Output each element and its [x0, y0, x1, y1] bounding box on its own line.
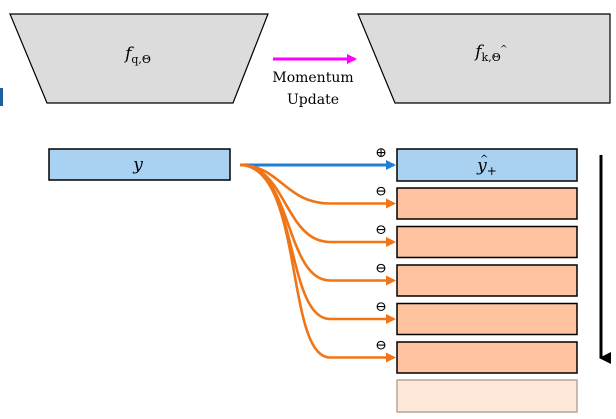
negative-key-box [396, 225, 578, 259]
left-edge-mark [0, 88, 3, 106]
momentum-label-line1: Momentum [272, 70, 353, 86]
negative-key-box [396, 187, 578, 220]
positive-key-hat: ^ [480, 154, 488, 165]
query-encoder-label: fq,Θ [123, 44, 151, 66]
positive-sign: ⊕ [375, 145, 387, 161]
query-encoder-shape [9, 13, 269, 104]
negative-key-box [396, 264, 578, 297]
negative-arrow [239, 163, 396, 209]
negative-key-box [396, 341, 578, 374]
negative-sign: ⊖ [375, 222, 387, 238]
negative-sign: ⊖ [375, 184, 387, 200]
momentum-label-line2: Update [287, 92, 339, 108]
negative-sign: ⊖ [375, 261, 387, 277]
key-encoder-theta-hat: ^ [500, 45, 508, 55]
positive-key-rect [396, 148, 578, 182]
query-box-rect [48, 148, 231, 181]
momentum-update: Momentum Update [272, 54, 357, 108]
query-encoder: fq,Θ [9, 13, 269, 104]
faded-negative-box [396, 379, 578, 413]
negative-sign: ⊖ [375, 338, 387, 354]
query-box: y [48, 148, 231, 181]
key-encoder: fk,Θ ^ [357, 13, 611, 104]
query-box-label: y [132, 155, 143, 175]
negative-arrow [239, 163, 396, 286]
negatives-group: ⊖ ⊖ ⊖ ⊖ ⊖ [239, 163, 578, 374]
key-encoder-shape [357, 13, 611, 104]
positive-key-label: y+ [476, 156, 497, 178]
key-encoder-label: fk,Θ [473, 42, 501, 64]
positive-key-box: y+ ^ [396, 148, 578, 182]
negative-sign: ⊖ [375, 299, 387, 315]
negative-arrow [239, 163, 396, 363]
negative-key-box [396, 302, 578, 336]
